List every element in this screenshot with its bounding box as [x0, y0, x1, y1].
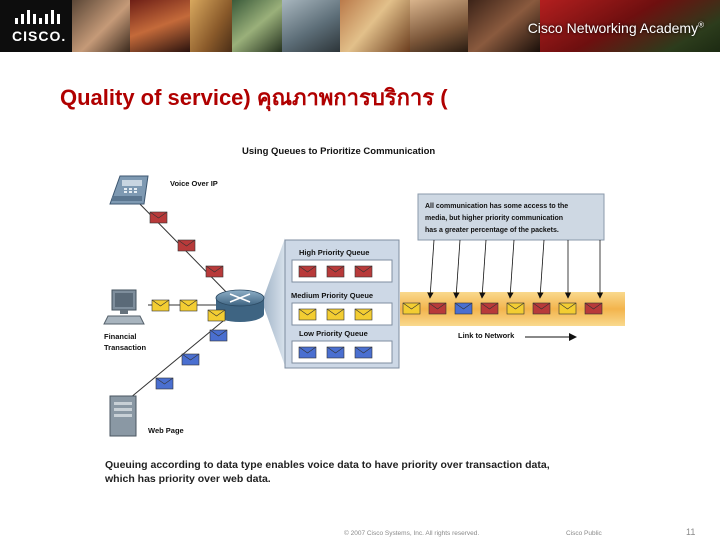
queued-web-packet: [354, 346, 373, 359]
banner-photo: [282, 0, 340, 52]
link-voice-packet: [480, 302, 499, 315]
queued-voice-packet: [354, 265, 373, 278]
callout-box: [417, 193, 605, 241]
voice-packet: [177, 239, 196, 252]
low-priority-queue-label: Low Priority Queue: [299, 329, 368, 338]
cisco-logo: CISCO.: [0, 0, 72, 52]
queued-transaction-packet: [354, 308, 373, 321]
cisco-bridge-icon: [15, 10, 60, 24]
slide-caption: Queuing according to data type enables v…: [105, 458, 625, 486]
queued-transaction-packet: [298, 308, 317, 321]
diagram-title: Using Queues to Prioritize Communication: [242, 146, 435, 157]
callout-arrow: [507, 239, 515, 299]
academy-registered-mark: ®: [698, 20, 704, 30]
link-transaction-packet: [558, 302, 577, 315]
web-packet: [209, 329, 228, 342]
caption-line-2: which has priority over web data.: [105, 473, 271, 485]
voice-packet: [149, 211, 168, 224]
callout-arrow: [453, 239, 461, 299]
slide-title: Quality of service) คุณภาพการบริการ (: [60, 85, 448, 110]
banner-photo: [410, 0, 468, 52]
link-voice-packet: [428, 302, 447, 315]
queued-transaction-packet: [326, 308, 345, 321]
callout-arrow: [479, 239, 487, 299]
cisco-logo-text: CISCO.: [12, 28, 67, 44]
callout-arrow: [537, 239, 545, 299]
callout-line-3: has a greater percentage of the packets.: [425, 227, 559, 234]
banner-photo: [130, 0, 190, 52]
callout-line-1: All communication has some access to the: [425, 203, 568, 210]
web-packet: [155, 377, 174, 390]
academy-text: Cisco Networking Academy: [527, 20, 699, 36]
financial-source-label-line1: Financial: [104, 332, 137, 341]
financial-source-label-line2: Transaction: [104, 343, 147, 352]
banner-photo: [232, 0, 282, 52]
caption-line-1: Queuing according to data type enables v…: [105, 459, 550, 471]
web-server-icon: [109, 395, 137, 437]
ip-phone-icon: [109, 175, 149, 205]
link-web-packet: [454, 302, 473, 315]
computer-icon: [103, 289, 145, 325]
queued-web-packet: [298, 346, 317, 359]
voice-source-label: Voice Over IP: [170, 179, 218, 188]
link-transaction-packet: [506, 302, 525, 315]
banner-photo: [468, 0, 540, 52]
high-priority-queue-label: High Priority Queue: [299, 248, 369, 257]
queue-funnel: [262, 238, 285, 366]
transaction-packet: [207, 309, 226, 322]
link-voice-packet: [532, 302, 551, 315]
transaction-packet: [179, 299, 198, 312]
banner-photo: [72, 0, 130, 52]
academy-wordmark: Cisco Networking Academy®: [528, 20, 704, 36]
router-icon: [215, 289, 265, 322]
banner-photo: [540, 0, 720, 52]
link-transaction-packet: [402, 302, 421, 315]
link-to-network-label: Link to Network: [458, 331, 515, 340]
header-banner: CISCO. Cisco Networking Academy®: [0, 0, 720, 52]
qos-diagram: Using Queues to Prioritize Communication…: [103, 146, 625, 437]
banner-photo: [190, 0, 232, 52]
queued-voice-packet: [326, 265, 345, 278]
queued-web-packet: [326, 346, 345, 359]
page-number: 11: [686, 527, 696, 537]
web-packet: [181, 353, 200, 366]
link-voice-packet: [584, 302, 603, 315]
footer-classification: Cisco Public: [566, 530, 602, 537]
queued-voice-packet: [298, 265, 317, 278]
voice-packet: [205, 265, 224, 278]
callout-line-2: media, but higher priority communication: [425, 215, 563, 222]
banner-photo: [340, 0, 410, 52]
footer-copyright: © 2007 Cisco Systems, Inc. All rights re…: [344, 530, 480, 537]
web-source-label: Web Page: [148, 426, 184, 435]
transaction-packet: [151, 299, 170, 312]
medium-priority-queue-label: Medium Priority Queue: [291, 291, 373, 300]
callout-arrow: [427, 239, 435, 299]
